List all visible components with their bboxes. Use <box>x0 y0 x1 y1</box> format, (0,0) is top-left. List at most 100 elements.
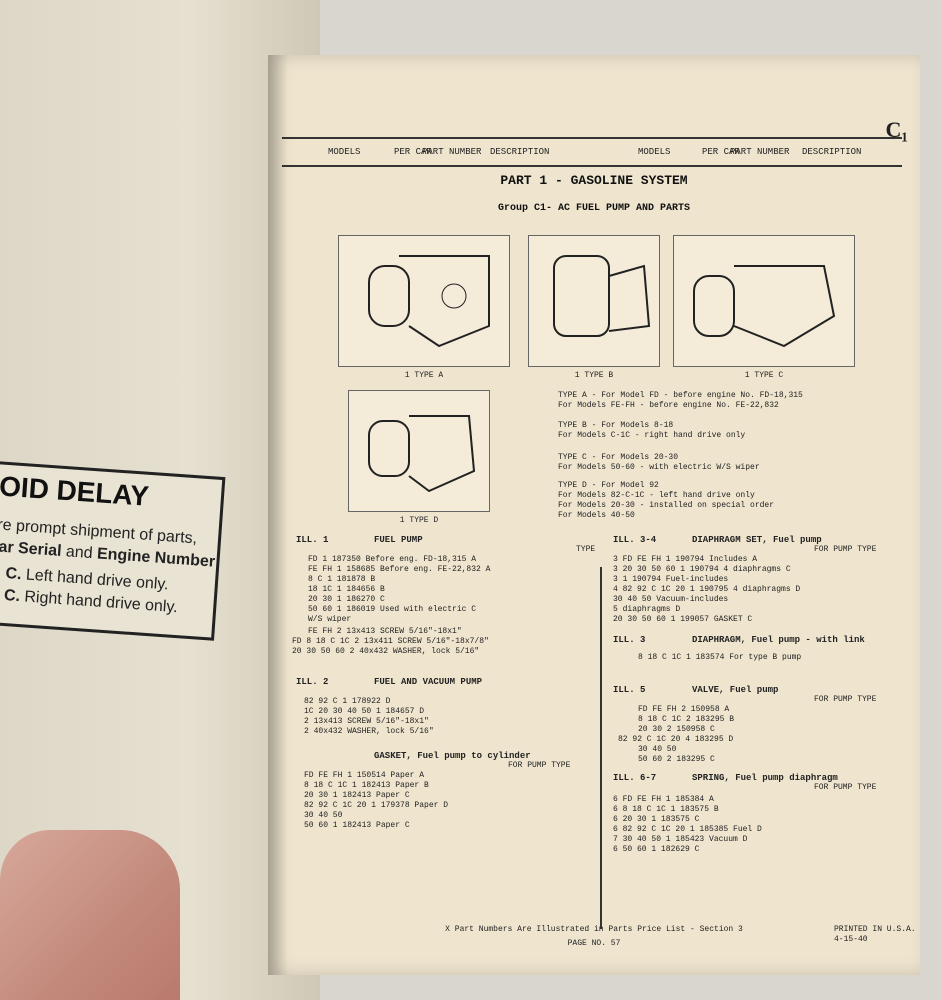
fuel-vacuum-heading: FUEL AND VACUUM PUMP <box>374 677 483 687</box>
pump-diagram-c-icon <box>693 265 836 348</box>
fuel-pump-row-0: FD 1 187350 Before eng. FD-18,315 A <box>308 555 477 564</box>
thumb-icon <box>0 830 180 1000</box>
diaphragm-set-heading: DIAPHRAGM SET, Fuel pump <box>692 535 822 545</box>
engine-number-label: Engine Number <box>96 545 216 571</box>
fuel-pump-row-4: 20 30 1 186270 C <box>308 595 385 604</box>
car-serial-label: Car Serial <box>0 537 63 560</box>
type-note-7: For Models 82-C-1C - left hand drive onl… <box>558 491 755 500</box>
gasket-row-5: 50 60 1 182413 Paper C <box>304 821 410 830</box>
fuel-pump-row-1: FE FH 1 158685 Before eng. FE-22,832 A <box>308 565 491 574</box>
diagram-type-c: 1 TYPE C <box>673 235 855 380</box>
valve-pump-type: FOR PUMP TYPE <box>814 695 877 704</box>
fuel-pump-row-6: W/S wiper <box>308 615 352 624</box>
footer-note: X Part Numbers Are Illustrated in Parts … <box>445 925 743 934</box>
footer-date: 4-15-40 <box>834 935 868 944</box>
gasket-row-2: 20 30 1 182413 Paper C <box>304 791 410 800</box>
ill2-label: ILL. 2 <box>296 677 329 687</box>
type-note-4: TYPE C - For Models 20-30 <box>558 453 679 462</box>
diagram-type-b-label: 1 TYPE B <box>574 371 614 380</box>
pump-diagram-a-icon <box>368 255 490 348</box>
type-note-9: For Models 40-50 <box>558 511 635 520</box>
gasket-row-4: 30 40 50 <box>304 811 343 820</box>
valve-row-0: FD FE FH 2 150958 A <box>638 705 730 714</box>
diaphragm-link-row: 8 18 C 1C 1 183574 For type B pump <box>638 653 802 662</box>
diaphragm-link-heading: DIAPHRAGM, Fuel pump - with link <box>692 635 865 645</box>
group-title: Group C1- AC FUEL PUMP AND PARTS <box>497 203 691 214</box>
gasket-row-0: FD FE FH 1 150514 Paper A <box>304 771 425 780</box>
diagram-type-c-label: 1 TYPE C <box>744 371 784 380</box>
fuel-vacuum-row-3: 2 40x432 WASHER, lock 5/16" <box>304 727 434 736</box>
valve-row-1: 8 18 C 1C 2 183295 B <box>638 715 735 724</box>
diaphragm-set-row-3: 4 82 92 C 1C 20 1 190795 4 diaphragms D <box>613 585 801 594</box>
part-title: PART 1 - GASOLINE SYSTEM <box>500 173 688 188</box>
ill67-label: ILL. 6-7 <box>613 773 657 783</box>
header-part-number-2: PART NUMBER <box>730 147 790 157</box>
type-note-2: TYPE B - For Models 8-18 <box>558 421 674 430</box>
right-page: C₁ MODELS PER CAR PART NUMBER DESCRIPTIO… <box>268 55 920 975</box>
header-models: MODELS <box>328 147 361 157</box>
column-divider <box>600 567 602 929</box>
spring-row-4: 7 30 40 50 1 185423 Vacuum D <box>613 835 748 844</box>
header-description-2: DESCRIPTION <box>802 147 862 157</box>
diaphragm-set-row-2: 3 1 190794 Fuel-includes <box>613 575 729 584</box>
fuel-vacuum-row-0: 82 92 C 1 178922 D <box>304 697 391 706</box>
fuel-pump-heading: FUEL PUMP <box>374 535 423 545</box>
header-models-2: MODELS <box>638 147 671 157</box>
valve-row-4: 30 40 50 <box>638 745 677 754</box>
diagram-type-a-label: 1 TYPE A <box>404 371 444 380</box>
header-per-car-2: PER CAR <box>702 147 740 157</box>
gasket-row-1: 8 18 C 1C 1 182413 Paper B <box>304 781 429 790</box>
gasket-for-pump-type: FOR PUMP TYPE <box>508 761 571 770</box>
spring-row-5: 6 50 60 1 182629 C <box>613 845 700 854</box>
fuel-vacuum-row-2: 2 13x413 SCREW 5/16"-18x1" <box>304 717 429 726</box>
diagram-type-d: 1 TYPE D <box>348 390 490 525</box>
pump-diagram-b-icon <box>553 255 651 337</box>
diagram-type-d-label: 1 TYPE D <box>399 516 439 525</box>
fuel-pump-row-2: 8 C 1 181878 B <box>308 575 376 584</box>
diaphragm-set-pump-type: FOR PUMP TYPE <box>814 545 877 554</box>
diaphragm-set-row-4: 30 40 50 Vacuum-includes <box>613 595 729 604</box>
type-heading: TYPE <box>576 545 596 554</box>
section-corner-label: C₁ <box>885 117 908 142</box>
type-note-0: TYPE A - For Model FD - before engine No… <box>558 391 803 400</box>
and-label: and <box>60 542 98 563</box>
header-part-number: PART NUMBER <box>422 147 482 157</box>
type-note-5: For Models 50-60 - with electric W/S wip… <box>558 463 760 472</box>
diaphragm-set-row-6: 20 30 50 60 1 199057 GASKET C <box>613 615 753 624</box>
spring-row-2: 6 20 30 1 183575 C <box>613 815 700 824</box>
fuel-pump-row-8: FD 8 18 C 1C 2 13x411 SCREW 5/16"-18x7/8… <box>292 637 489 646</box>
diagram-type-a: 1 TYPE A <box>338 235 510 380</box>
delay-title: OID DELAY <box>0 470 150 512</box>
header-per-car: PER CAR <box>394 147 432 157</box>
gasket-heading: GASKET, Fuel pump to cylinder <box>374 751 531 761</box>
delay-notice-box: OID DELAY ure prompt shipment of parts, … <box>0 460 226 641</box>
spring-row-1: 6 8 18 C 1C 1 183575 B <box>613 805 719 814</box>
spring-pump-type: FOR PUMP TYPE <box>814 783 877 792</box>
page-gutter-shadow <box>268 55 288 975</box>
spring-row-0: 6 FD FE FH 1 185384 A <box>613 795 714 804</box>
fuel-vacuum-row-1: 1C 20 30 40 50 1 184657 D <box>304 707 425 716</box>
diaphragm-set-row-0: 3 FD FE FH 1 190794 Includes A <box>613 555 758 564</box>
ill1-label: ILL. 1 <box>296 535 329 545</box>
valve-heading: VALVE, Fuel pump <box>692 685 779 695</box>
lhc-label: H. C. <box>0 564 23 584</box>
spring-heading: SPRING, Fuel pump diaphragm <box>692 773 838 783</box>
ill3-label: ILL. 3 <box>613 635 646 645</box>
ill34-label: ILL. 3-4 <box>613 535 657 545</box>
type-note-1: For Models FE-FH - before engine No. FE-… <box>558 401 779 410</box>
diaphragm-set-row-1: 3 20 30 50 60 1 190794 4 diaphragms C <box>613 565 791 574</box>
type-note-8: For Models 20-30 - installed on special … <box>558 501 775 510</box>
diagram-type-b: 1 TYPE B <box>528 235 660 380</box>
footer-printed: PRINTED IN U.S.A. <box>834 925 916 934</box>
valve-row-5: 50 60 2 183295 C <box>638 755 715 764</box>
ill5-label: ILL. 5 <box>613 685 646 695</box>
valve-row-3: 82 92 C 1C 20 4 183295 D <box>618 735 734 744</box>
pump-diagram-d-icon <box>368 415 476 493</box>
column-header: MODELS PER CAR PART NUMBER DESCRIPTION M… <box>282 137 902 167</box>
type-note-3: For Models C-1C - right hand drive only <box>558 431 746 440</box>
valve-row-2: 20 30 2 150958 C <box>638 725 715 734</box>
fuel-pump-row-9: 20 30 50 60 2 40x432 WASHER, lock 5/16" <box>292 647 480 656</box>
header-description: DESCRIPTION <box>490 147 550 157</box>
rhc-label: H. C. <box>0 586 21 606</box>
